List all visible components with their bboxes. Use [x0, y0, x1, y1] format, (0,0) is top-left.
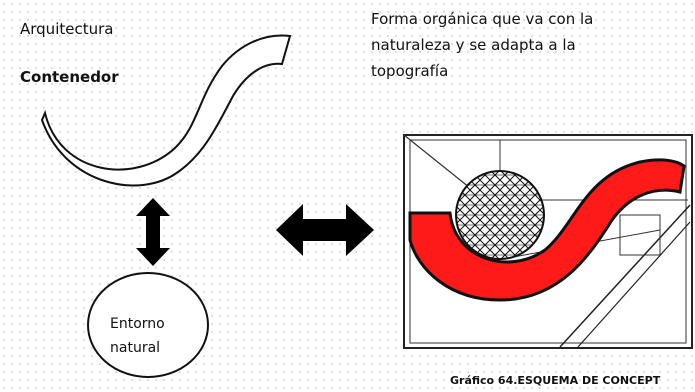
description-line: topografía: [371, 62, 449, 80]
description-text: Forma orgánica que va con la naturaleza …: [371, 6, 593, 84]
natural-environment-line: natural: [110, 340, 161, 356]
vertical-double-arrow: [136, 198, 170, 266]
natural-environment-line: Entorno: [110, 316, 165, 332]
description-line: Forma orgánica que va con la: [371, 10, 594, 28]
concept-sketch: [403, 134, 693, 349]
natural-environment-circle: [87, 272, 209, 378]
description-line: naturaleza y se adapta a la: [371, 36, 576, 54]
natural-environment-label: Entorno natural: [110, 312, 165, 360]
architecture-label: Arquitectura: [20, 20, 114, 38]
container-label: Contenedor: [20, 68, 119, 86]
figure-caption: Gráfico 64.ESQUEMA DE CONCEPT: [450, 374, 661, 387]
container-s-shape: [40, 34, 292, 187]
red-s-band: [408, 158, 686, 302]
horizontal-double-arrow: [276, 204, 374, 256]
hatched-circle: [455, 170, 545, 260]
